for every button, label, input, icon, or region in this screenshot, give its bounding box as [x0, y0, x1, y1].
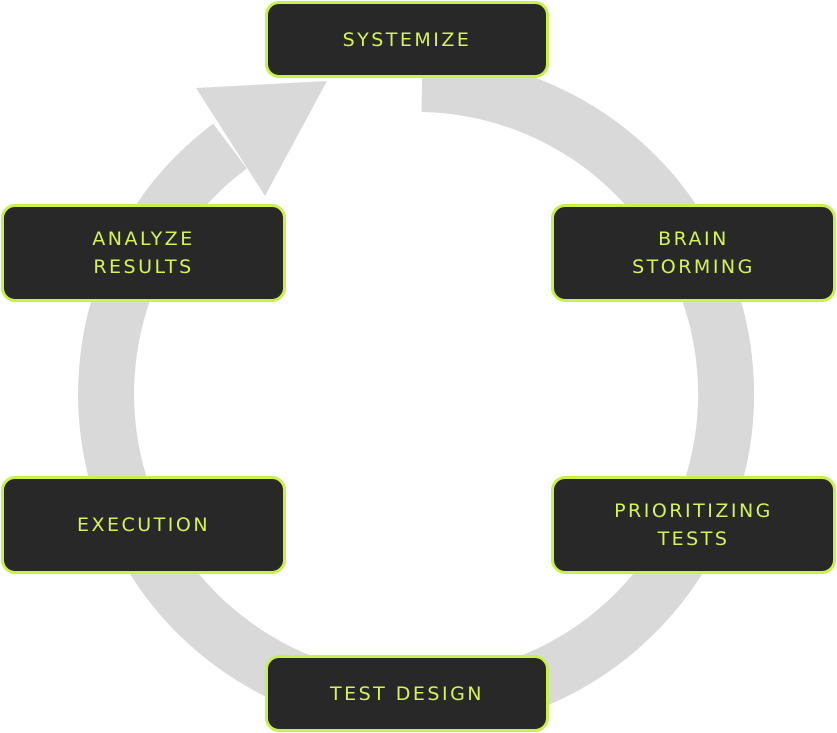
step-analyze-results: ANALYZE RESULTS [1, 204, 286, 302]
cycle-arrow-head [196, 81, 327, 196]
step-test-design: TEST DESIGN [265, 655, 549, 732]
step-label: ANALYZE RESULTS [92, 228, 195, 278]
step-prioritizing-tests: PRIORITIZING TESTS [551, 476, 836, 574]
step-brainstorming: BRAIN STORMING [551, 204, 836, 302]
step-label: BRAIN STORMING [632, 228, 755, 278]
cycle-arrow-ring [78, 56, 755, 732]
step-execution: EXECUTION [1, 476, 286, 574]
step-label: SYSTEMIZE [342, 28, 472, 51]
step-systemize: SYSTEMIZE [265, 1, 549, 78]
step-label: TEST DESIGN [329, 682, 485, 705]
step-label: EXECUTION [76, 514, 211, 536]
step-label: PRIORITIZING TESTS [614, 500, 773, 550]
